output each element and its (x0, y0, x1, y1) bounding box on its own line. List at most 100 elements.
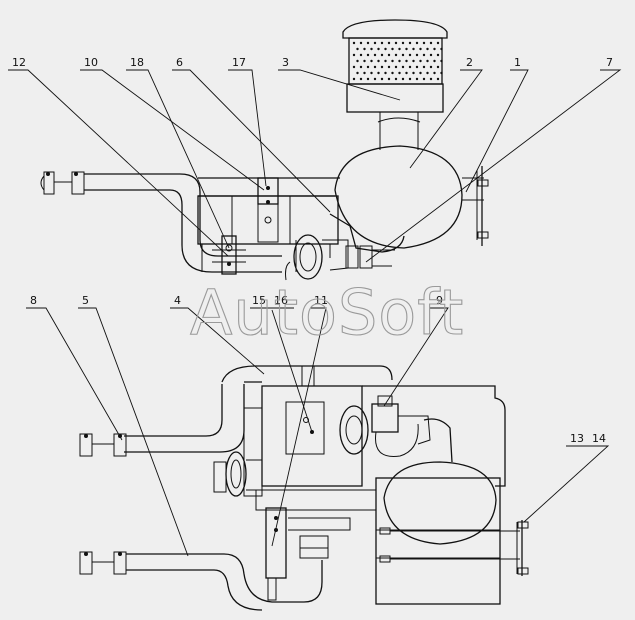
mesh-hole (429, 65, 433, 69)
mesh-hole (366, 53, 370, 57)
mesh-hole (401, 53, 405, 57)
mesh-hole (408, 53, 412, 57)
mesh-hole (405, 71, 408, 75)
mesh-hole (419, 59, 422, 63)
mesh-hole (370, 71, 373, 75)
callout-13: 13 (570, 432, 584, 445)
mesh-hole (377, 71, 380, 75)
mesh-hole (366, 77, 370, 81)
mesh-hole (391, 59, 394, 63)
mesh-hole (359, 53, 363, 57)
mesh-hole (384, 59, 387, 63)
mesh-hole (356, 71, 359, 75)
mesh-hole (384, 47, 387, 51)
pipe-5 (79, 535, 329, 611)
mesh-hole (436, 65, 440, 69)
mesh-hole (373, 65, 377, 69)
mesh-hole (401, 77, 405, 81)
pipe-8-fittings (79, 433, 127, 457)
mesh-hole (405, 59, 408, 63)
mesh-hole (377, 47, 380, 51)
mesh-hole (380, 53, 384, 57)
round-housing-bottom (375, 418, 529, 605)
mesh-hole (426, 71, 429, 75)
mesh-hole (359, 77, 363, 81)
mesh-hole (370, 59, 373, 63)
callout-11: 11 (314, 294, 328, 307)
leader-lines (8, 69, 622, 557)
mesh-hole (363, 47, 366, 51)
callout-16: 16 (274, 294, 288, 307)
callout-8: 8 (30, 294, 37, 307)
mesh-hole (356, 47, 359, 51)
mesh-hole (440, 47, 443, 51)
mesh-hole (408, 65, 412, 69)
mesh-hole (366, 41, 370, 45)
mesh-hole (412, 59, 415, 63)
mesh-hole (419, 47, 422, 51)
mesh-hole (422, 77, 426, 81)
round-housing (334, 145, 489, 249)
mesh-hole (391, 71, 394, 75)
mesh-hole (380, 65, 384, 69)
mesh-hole (429, 41, 433, 45)
mesh-hole (373, 77, 377, 81)
mesh-hole (380, 77, 384, 81)
pulley (213, 451, 262, 497)
mesh-hole (370, 47, 373, 51)
callout-4: 4 (174, 294, 181, 307)
mesh-hole (429, 77, 433, 81)
mesh-hole (412, 47, 415, 51)
callout-7: 7 (606, 56, 613, 69)
mesh-hole (405, 47, 408, 51)
mesh-hole (433, 47, 436, 51)
mesh-hole (398, 71, 401, 75)
mesh-hole (352, 77, 356, 81)
mesh-hole (394, 65, 398, 69)
bracket-11 (265, 507, 351, 601)
mesh-hole (387, 65, 391, 69)
callout-9: 9 (436, 294, 443, 307)
mesh-hole (422, 53, 426, 57)
mesh-hole (408, 41, 412, 45)
callout-6: 6 (176, 56, 183, 69)
clamp-bracket (212, 235, 246, 275)
mesh-hole (415, 65, 419, 69)
callout-labels: 12 10 18 6 17 3 2 1 7 8 5 4 15 16 11 9 1… (12, 56, 613, 445)
callout-3: 3 (282, 56, 289, 69)
turbocharger-top (285, 234, 349, 281)
intake-pipe-top (40, 171, 282, 273)
mesh-hole (394, 41, 398, 45)
mesh-hole (352, 41, 356, 45)
mesh-hole (408, 77, 412, 81)
mesh-hole (373, 53, 377, 57)
mesh-hole (387, 53, 391, 57)
callout-17: 17 (232, 56, 246, 69)
mesh-hole (352, 53, 356, 57)
mesh-hole (426, 47, 429, 51)
mesh-hole (391, 47, 394, 51)
watermark-text: AutoSoft (190, 276, 464, 349)
mesh-hole (394, 77, 398, 81)
mesh-hole (398, 59, 401, 63)
callout-12: 12 (12, 56, 26, 69)
callout-15: 15 (252, 294, 266, 307)
callout-18: 18 (130, 56, 144, 69)
mesh-hole (429, 53, 433, 57)
mesh-hole (352, 65, 356, 69)
callout-14: 14 (592, 432, 606, 445)
mesh-hole (363, 59, 366, 63)
mesh-hole (422, 41, 426, 45)
mesh-hole (440, 71, 443, 75)
mesh-hole (387, 77, 391, 81)
mesh-hole (366, 65, 370, 69)
mesh-hole (436, 53, 440, 57)
mesh-hole (356, 59, 359, 63)
mesh-hole (377, 59, 380, 63)
mesh-hole (384, 71, 387, 75)
mesh-hole (415, 77, 419, 81)
mesh-hole (426, 59, 429, 63)
callout-1: 1 (514, 56, 521, 69)
